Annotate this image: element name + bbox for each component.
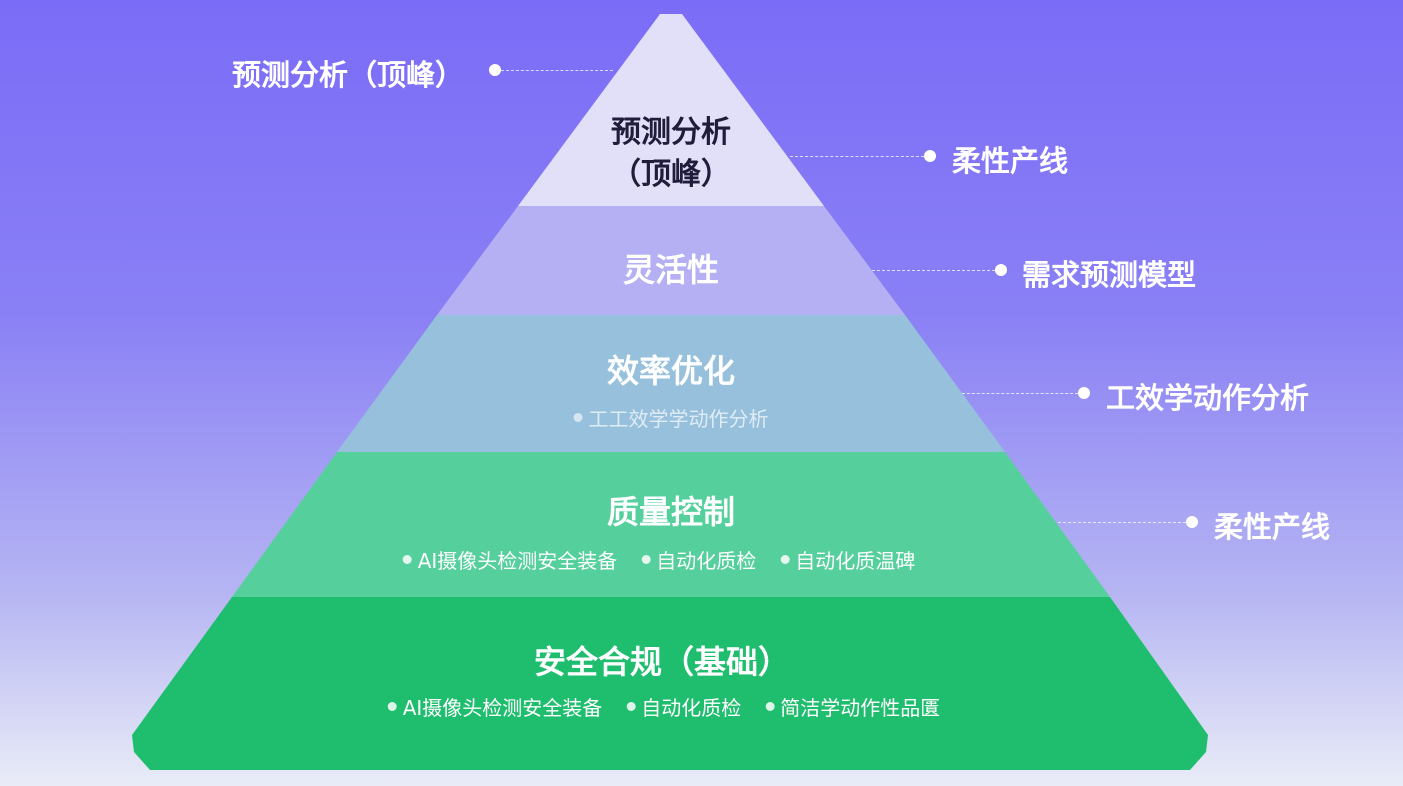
- callout-leader-line: [962, 393, 1078, 394]
- callout-leader-line: [872, 270, 995, 271]
- callout-leader-line: [790, 156, 924, 157]
- layer-quality-shape: [232, 452, 1110, 597]
- layer-flexibility-title: 灵活性: [622, 251, 720, 289]
- bullet-item: 自动化质检: [626, 692, 741, 721]
- callout-leader-line: [1058, 522, 1186, 523]
- bullet-item: 工工效学学动作分析: [573, 403, 769, 432]
- bullet-item: 简洁学动作性品匱: [765, 692, 940, 721]
- callout-label-flexible-line: 柔性产线: [952, 144, 1069, 178]
- layer-quality-bullets: AI摄像头检测安全装备 自动化质检 自动化质温碑: [402, 545, 915, 574]
- layer-efficiency-bullets: 工工效学学动作分析: [573, 403, 769, 432]
- layer-quality-title: 质量控制: [606, 493, 736, 531]
- layer-peak-title-line2: （顶峰）: [611, 157, 731, 192]
- bullet-dot-icon: [402, 555, 412, 564]
- bullet-text: 自动化质检: [656, 549, 757, 573]
- bullet-text: 自动化质温碑: [795, 549, 916, 573]
- bullet-dot-icon: [573, 413, 583, 422]
- bullet-text: 工工效学学动作分析: [588, 407, 769, 431]
- bullet-dot-icon: [641, 555, 651, 564]
- layer-flexibility-shape: [437, 206, 905, 315]
- callout-label-flexible-line-2: 柔性产线: [1214, 510, 1331, 544]
- bullet-item: 自动化质温碑: [780, 545, 915, 574]
- callout-dot-icon: [995, 264, 1007, 276]
- callout-leader-line: [501, 70, 613, 71]
- callout-dot-icon: [489, 64, 501, 76]
- bullet-dot-icon: [780, 555, 790, 564]
- bullet-item: AI摄像头检测安全装备: [387, 692, 603, 721]
- bullet-text: AI摄像头检测安全装备: [402, 696, 603, 720]
- layer-peak-title: 预测分析 （顶峰）: [611, 112, 731, 196]
- callout-dot-icon: [924, 150, 936, 162]
- layer-foundation-shape: [132, 597, 1208, 770]
- bullet-text: AI摄像头检测安全装备: [417, 549, 618, 573]
- callout-dot-icon: [1186, 516, 1198, 528]
- bullet-item: 自动化质检: [641, 545, 756, 574]
- bullet-dot-icon: [387, 702, 397, 711]
- callout-label-ergonomics: 工效学动作分析: [1106, 381, 1310, 415]
- layer-peak-shape: [518, 14, 824, 206]
- bullet-dot-icon: [626, 702, 636, 711]
- bullet-dot-icon: [765, 702, 775, 711]
- callout-label-demand-forecast: 需求预测模型: [1022, 258, 1197, 292]
- bullet-text: 自动化质检: [641, 696, 742, 720]
- callout-label-peak: 预测分析（顶峰）: [232, 58, 465, 92]
- bullet-item: AI摄像头检测安全装备: [402, 545, 618, 574]
- callout-dot-icon: [1078, 387, 1090, 399]
- layer-efficiency-title: 效率优化: [606, 352, 736, 390]
- layer-efficiency-shape: [337, 315, 1005, 452]
- layer-foundation-bullets: AI摄像头检测安全装备 自动化质检 简洁学动作性品匱: [387, 692, 940, 721]
- layer-peak-title-line1: 预测分析: [611, 115, 731, 150]
- layer-foundation-title: 安全合规（基础）: [533, 643, 791, 681]
- bullet-text: 简洁学动作性品匱: [780, 696, 941, 720]
